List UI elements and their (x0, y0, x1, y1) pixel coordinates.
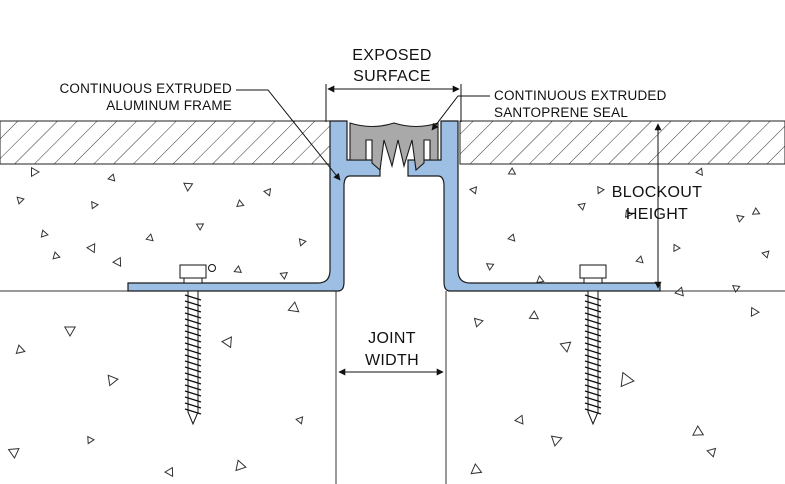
aggregate-speck (751, 207, 761, 215)
anchor-right (579, 264, 607, 426)
aggregate-speck (536, 275, 545, 284)
aggregate-speck (295, 416, 304, 425)
aggregate-speck (279, 272, 289, 280)
seal-leader (431, 95, 490, 131)
leader-lines (236, 89, 490, 181)
aggregate-speck (91, 200, 99, 210)
aggregate-speck (750, 306, 760, 318)
blockout-height-line2: HEIGHT (625, 205, 689, 223)
blockout-height-label: BLOCKOUT HEIGHT (602, 184, 712, 224)
aggregate-speck (761, 250, 770, 259)
aggregate-speck (263, 188, 272, 197)
aggregate-speck (635, 255, 644, 264)
aggregate-speck (86, 242, 96, 254)
frame-label-line1: CONTINUOUS EXTRUDED (59, 81, 232, 96)
topping-left (0, 120, 331, 165)
aggregate-speck (63, 326, 77, 337)
seal-label: CONTINUOUS EXTRUDED SANTOPRENE SEAL (494, 88, 694, 121)
aggregate-speck (107, 374, 119, 387)
aggregate-speck (514, 414, 524, 425)
anchor-left-nut (179, 264, 207, 279)
anchor-right-screw (584, 290, 602, 426)
topping-right (459, 120, 785, 165)
aggregate-speck (195, 223, 205, 232)
aluminum-frame (127, 120, 661, 292)
exposed-surface-line2: SURFACE (353, 67, 431, 85)
exposed-surface-label: EXPOSED SURFACE (336, 47, 448, 86)
aggregate-speck (16, 196, 25, 205)
aggregate-speck (287, 301, 300, 313)
aggregate-speck (577, 202, 586, 211)
aggregate-speck (620, 371, 635, 388)
aluminum-frame-left (127, 120, 381, 292)
aggregate-speck (507, 166, 517, 175)
joint-width-label: JOINT WIDTH (338, 330, 446, 370)
aggregate-speck (528, 310, 540, 320)
seal-label-line1: CONTINUOUS EXTRUDED (494, 88, 667, 103)
concrete-aggregate (7, 166, 770, 478)
aggregate-speck (15, 344, 26, 355)
aggregate-speck (7, 448, 20, 459)
aggregate-speck (235, 459, 247, 472)
exposed-surface-dimension (325, 84, 462, 122)
aggregate-speck (695, 167, 703, 176)
aggregate-speck (673, 243, 682, 253)
aggregate-speck (625, 209, 633, 219)
frame-label-line2: ALUMINUM FRAME (106, 98, 232, 114)
concrete-outline (0, 290, 785, 484)
aggregate-speck (507, 233, 516, 242)
aggregate-speck (183, 182, 194, 193)
aggregate-speck (736, 214, 745, 223)
aggregate-speck (469, 186, 478, 195)
seal-label-line2: SANTOPRENE SEAL (494, 105, 629, 121)
exposed-surface-line1: EXPOSED (352, 47, 432, 64)
aggregate-speck (298, 238, 307, 247)
aggregate-speck (233, 265, 242, 273)
aggregate-speck (485, 263, 495, 271)
aggregate-speck (597, 185, 606, 195)
blockout-height-line1: BLOCKOUT (611, 184, 703, 201)
aggregate-speck (221, 336, 232, 349)
aggregate-speck (52, 251, 61, 260)
aggregate-speck (470, 463, 483, 475)
aggregate-speck (145, 233, 154, 242)
aggregate-speck (674, 286, 684, 297)
aluminum-frame-right (407, 120, 661, 292)
aggregate-speck (559, 341, 572, 353)
hatched-topping-layer (0, 120, 785, 165)
aggregate-speck (87, 435, 95, 445)
anchor-left-screw (184, 290, 202, 426)
aggregate-speck (731, 285, 741, 293)
aggregate-speck (236, 199, 245, 208)
aggregate-speck (473, 317, 484, 328)
aggregate-speck (112, 256, 122, 268)
aggregate-speck (164, 466, 174, 478)
anchor-left (179, 264, 216, 426)
aggregate-speck (706, 447, 717, 458)
anchor-right-nut (579, 264, 607, 279)
joint-width-line2: WIDTH (365, 351, 419, 369)
aggregate-speck (31, 166, 41, 178)
aggregate-speck (107, 173, 116, 182)
frame-label: CONTINUOUS EXTRUDED ALUMINUM FRAME (20, 81, 232, 114)
aggregate-speck (550, 435, 563, 447)
aggregate-speck (692, 425, 705, 436)
aggregate-speck (40, 229, 49, 238)
joint-width-line1: JOINT (368, 330, 416, 347)
frame-leader (236, 89, 341, 181)
